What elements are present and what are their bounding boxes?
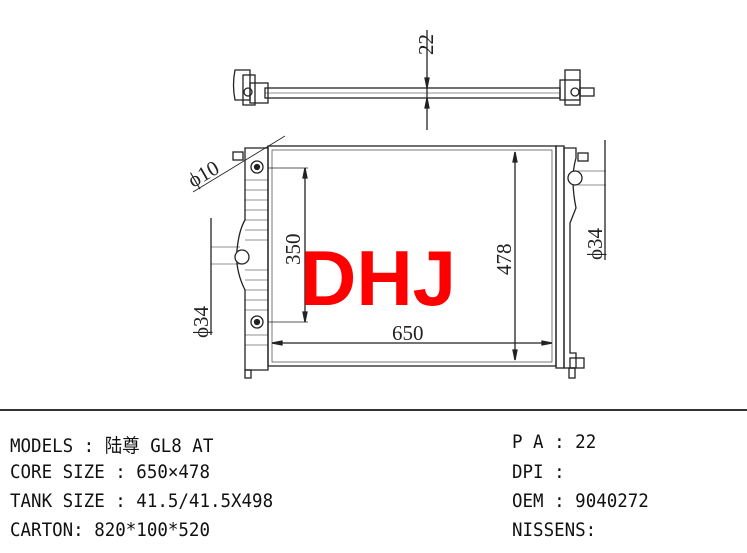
front-view [192,135,606,379]
spec-label: MODELS [10,435,74,457]
spec-sep: : [543,431,576,453]
spec-carton: CARTON: 820*100*520 [10,519,210,541]
spec-sep: : [73,519,95,541]
spec-value: 820*100*520 [94,519,210,541]
spec-core-size: CORE SIZE : 650×478 [10,461,210,483]
radiator-drawing: 22 350 478 650 ϕ34 ϕ34 ϕ10 DHJ [184,30,607,379]
spec-tank-size: TANK SIZE : 41.5/41.5X498 [10,490,273,512]
thickness-dimension: 22 [414,34,438,55]
spec-oem: OEM : 9040272 [512,490,649,512]
top-view [232,30,595,130]
spec-sep: : [104,490,137,512]
spec-sep: : [104,461,137,483]
spec-label: OEM [512,490,544,512]
spec-pa: P A : 22 [512,431,596,453]
outlet-diameter-dimension: ϕ34 [583,227,607,260]
divider [0,409,747,411]
spec-label: DPI [512,461,544,483]
spec-value: 陆尊 GL8 AT [104,435,214,457]
core-height-dimension: 478 [492,244,516,276]
spec-value: 650×478 [136,461,210,483]
brand-logo: DHJ [300,234,456,322]
spec-label: CARTON [10,519,74,541]
core-width-dimension: 650 [392,321,424,345]
spec-sep: : [543,461,576,483]
spec-nissens: NISSENS: [512,519,596,541]
spec-label: TANK SIZE [10,490,105,512]
inlet-diameter-dimension: ϕ34 [189,305,213,338]
spec-label: CORE SIZE [10,461,105,483]
spec-value: 41.5/41.5X498 [136,490,274,512]
mount-spacing-dimension: 350 [281,234,305,266]
spec-label: P A [512,431,544,453]
spec-label: NISSENS [512,519,586,541]
spec-value: 9040272 [575,490,649,512]
spec-sep: : [73,435,105,457]
spec-sep: : [585,519,597,541]
drain-diameter-dimension: ϕ10 [184,156,224,193]
spec-models: MODELS : 陆尊 GL8 AT [10,431,213,458]
spec-value: 22 [575,431,597,453]
spec-sep: : [543,490,576,512]
spec-dpi: DPI : [512,461,575,483]
